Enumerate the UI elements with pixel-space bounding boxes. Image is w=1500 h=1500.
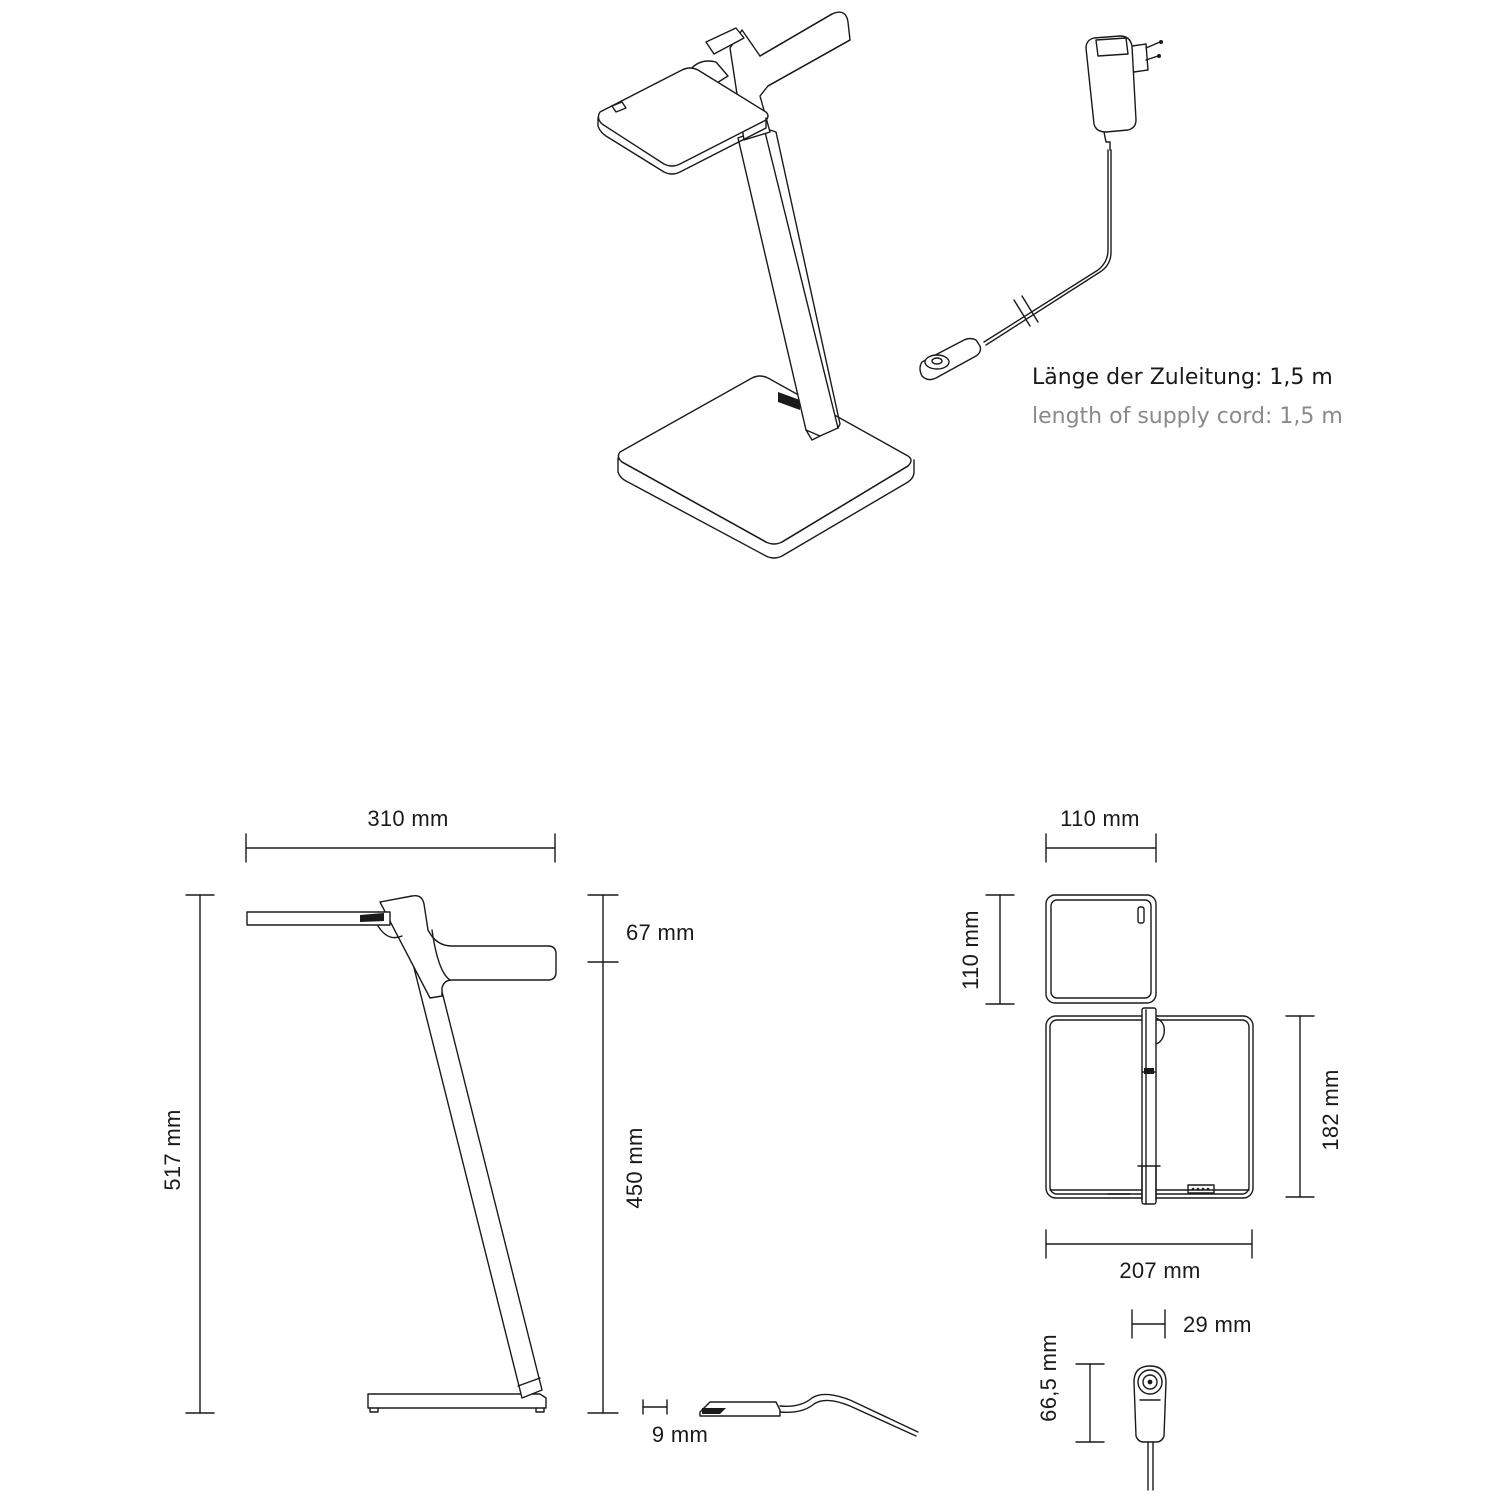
dimension-connector-width: 29 mm bbox=[1131, 1309, 1252, 1339]
top-view: 110 mm 110 mm bbox=[958, 806, 1343, 1283]
isometric-lamp bbox=[597, 11, 915, 559]
lamp-head-iso bbox=[597, 67, 769, 175]
power-supply bbox=[919, 35, 1163, 381]
dimension-label-connector-width: 29 mm bbox=[1183, 1312, 1252, 1337]
dimension-label-base-width: 207 mm bbox=[1119, 1258, 1200, 1283]
inline-switch-iso bbox=[919, 337, 982, 381]
dimension-label-column: 450 mm bbox=[622, 1127, 647, 1208]
dimension-label-head-width: 110 mm bbox=[1060, 806, 1140, 831]
base-side bbox=[367, 1393, 547, 1409]
usb-port-icon bbox=[778, 392, 800, 410]
dimension-67-450: 67 mm 450 mm bbox=[587, 894, 695, 1414]
supply-cord-label-de: Länge der Zuleitung: 1,5 m bbox=[1032, 365, 1333, 390]
dimension-310: 310 mm bbox=[245, 806, 556, 863]
connector-view: 29 mm 66,5 mm bbox=[1036, 1309, 1252, 1491]
supply-cord-label-en: length of supply cord: 1,5 m bbox=[1032, 404, 1343, 429]
dimension-base-width: 207 mm bbox=[1045, 1229, 1253, 1283]
dimension-base-depth: 182 mm bbox=[1285, 1015, 1343, 1198]
dimension-label-width: 310 mm bbox=[367, 806, 448, 831]
column-top bbox=[1137, 1007, 1166, 1205]
side-view: 310 mm 517 mm 67 mm 450 mm bbox=[160, 806, 919, 1447]
dimension-label-base-depth: 182 mm bbox=[1318, 1069, 1343, 1150]
dimension-head-width: 110 mm bbox=[1045, 806, 1157, 863]
dimension-label-connector-height: 66,5 mm bbox=[1036, 1334, 1061, 1422]
supply-cord-caption: Länge der Zuleitung: 1,5 m length of sup… bbox=[1032, 365, 1343, 429]
arm-side bbox=[379, 894, 557, 999]
head-side bbox=[246, 911, 391, 926]
dimension-label-height-total: 517 mm bbox=[160, 1109, 185, 1190]
power-adapter bbox=[1085, 35, 1137, 133]
dimension-label-switch-height: 9 mm bbox=[652, 1422, 708, 1447]
inline-switch-side: 9 mm bbox=[642, 1393, 919, 1447]
head-top bbox=[1045, 894, 1157, 1004]
lamp-base-iso bbox=[617, 375, 915, 559]
connector-front bbox=[1133, 1365, 1167, 1491]
lamp-side-silhouette bbox=[246, 894, 557, 1413]
dimension-label-head-depth: 110 mm bbox=[958, 910, 983, 990]
dimension-head-depth: 110 mm bbox=[958, 894, 1015, 1005]
dimension-connector-height: 66,5 mm bbox=[1036, 1334, 1105, 1443]
dimension-517: 517 mm bbox=[160, 894, 215, 1414]
dimension-label-head: 67 mm bbox=[626, 920, 695, 945]
